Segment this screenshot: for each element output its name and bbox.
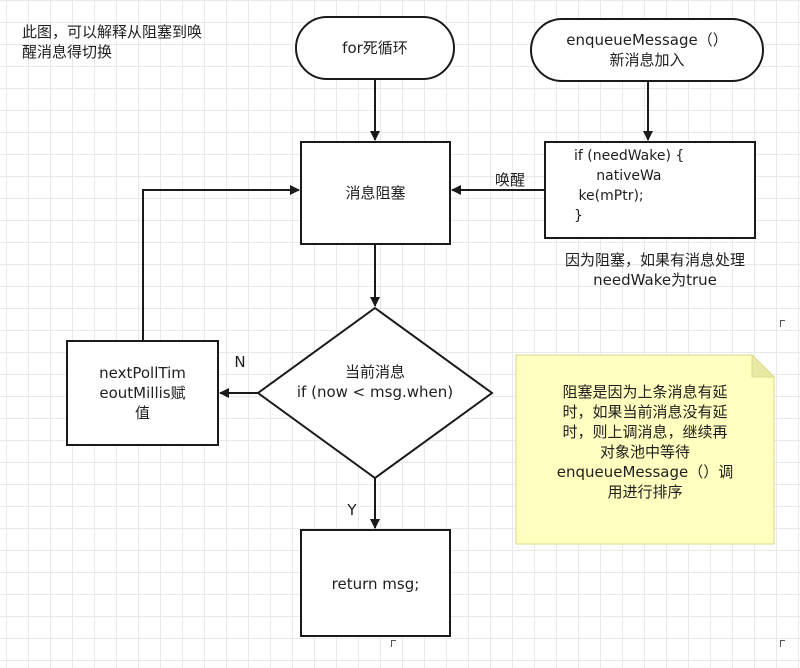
edge-timeout-to-blocking bbox=[142, 185, 300, 341]
wake-edge-label: 唤醒 bbox=[494, 171, 525, 189]
message-blocking-label: 消息阻塞 bbox=[345, 184, 406, 202]
canvas-corner-mark bbox=[780, 320, 785, 327]
timeout-assign-label: nextPollTim eoutMillis赋 值 bbox=[99, 364, 186, 422]
yes-branch-label: Y bbox=[347, 501, 357, 519]
return-msg-label: return msg; bbox=[331, 575, 420, 593]
top-left-note: 此图，可以解释从阻塞到唤 醒消息得切换 bbox=[22, 23, 203, 61]
canvas-corner-mark bbox=[780, 640, 785, 647]
sticky-note-fold bbox=[751, 353, 776, 378]
for-loop-label: for死循环 bbox=[342, 39, 408, 57]
no-branch-label: N bbox=[234, 353, 246, 371]
need-wake-code-label: if (needWake) { nativeWa ke(mPtr); } bbox=[574, 148, 685, 224]
sticky-note-text: 阻塞是因为上条消息有延 时，如果当前消息没有延 时，则上调消息，继续再 对象池中… bbox=[556, 383, 734, 501]
canvas-corner-mark bbox=[391, 640, 396, 647]
sticky-note bbox=[515, 354, 775, 545]
wake-condition-note: 因为阻塞，如果有消息处理 needWake为true bbox=[564, 251, 745, 289]
enqueue-message-label: enqueueMessage（） 新消息加入 bbox=[566, 31, 728, 69]
decision-label: 当前消息 if (now < msg.when) bbox=[296, 363, 454, 401]
return-msg-node bbox=[300, 529, 451, 637]
timeout-assign-node bbox=[66, 340, 219, 446]
